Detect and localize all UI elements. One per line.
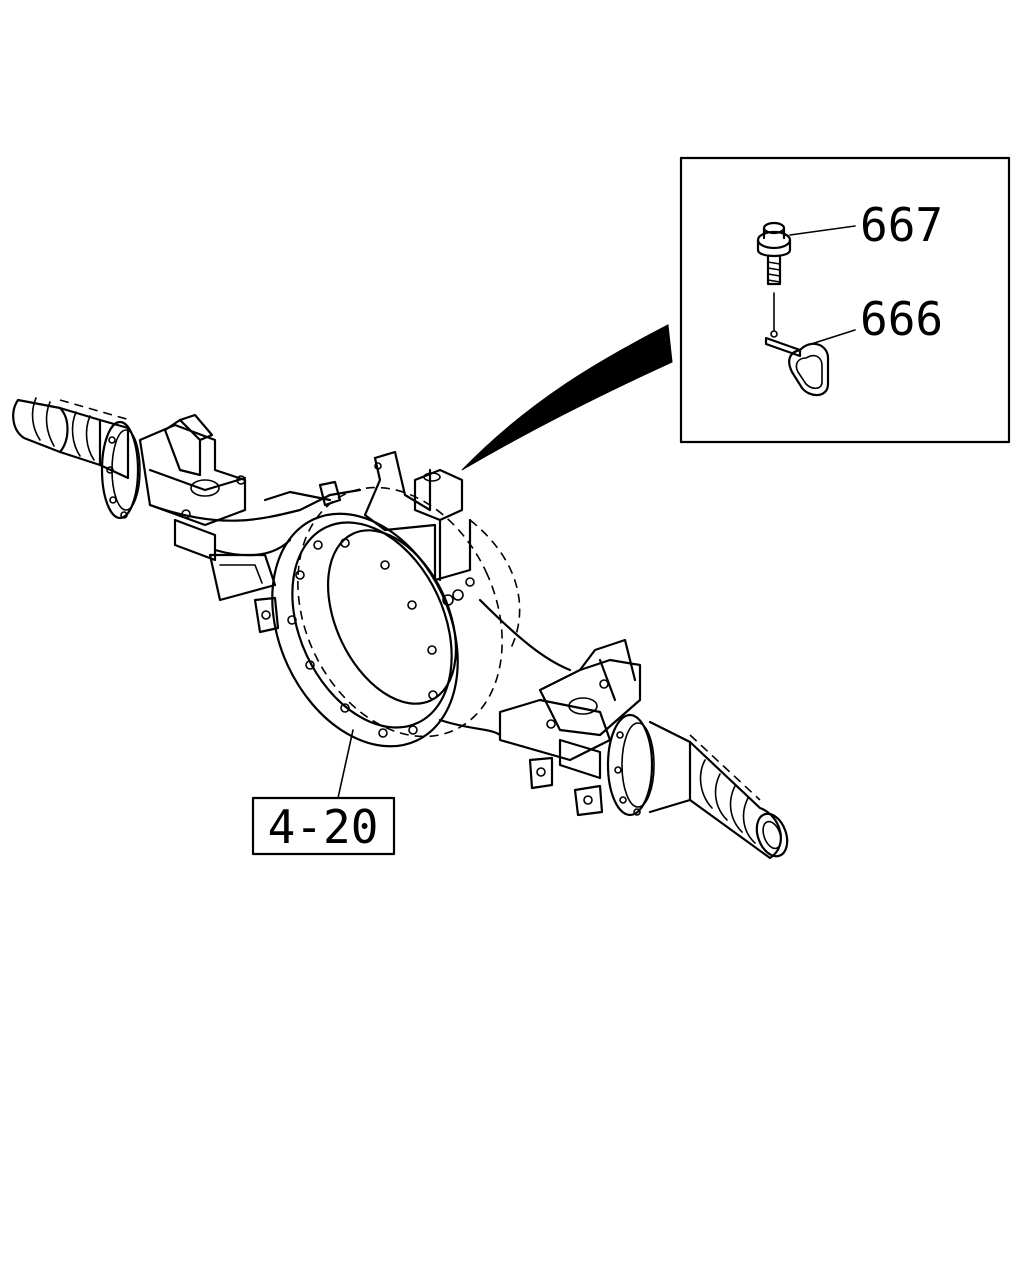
clip-icon <box>764 330 830 397</box>
right-spring-seat <box>528 638 642 817</box>
housing-leader-line <box>337 729 354 799</box>
bolt-leader-line <box>789 225 856 236</box>
detail-inset: 667 666 <box>679 156 1011 444</box>
clip-leader-line <box>807 329 856 346</box>
housing-reference-box <box>251 796 396 856</box>
right-axle-spindle <box>606 713 789 860</box>
left-axle-spindle <box>12 397 141 520</box>
detail-pointer-wedge <box>461 324 673 471</box>
housing-reference-callout[interactable]: 4-20 <box>251 796 396 856</box>
housing-reference-label: 4-20 <box>268 800 379 854</box>
detail-inset-frame <box>679 156 1011 444</box>
differential-flange <box>271 486 503 748</box>
left-spring-seat <box>138 413 280 634</box>
bolt-icon <box>756 221 792 286</box>
top-mount-brackets <box>363 450 475 606</box>
bolt-part-label[interactable]: 667 <box>860 198 943 252</box>
clip-part-label[interactable]: 666 <box>860 292 943 346</box>
